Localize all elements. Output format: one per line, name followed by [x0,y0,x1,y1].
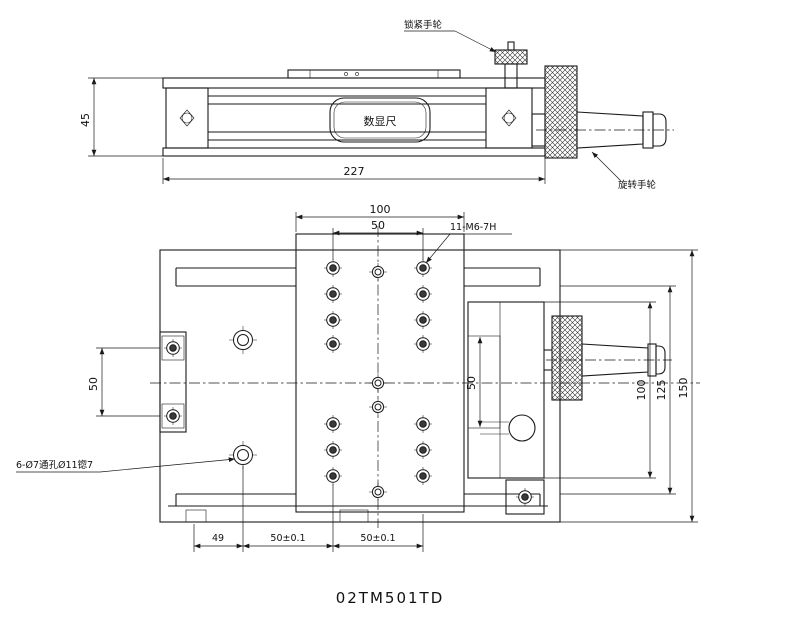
lock-handwheel-label: 锁紧手轮 [404,19,443,31]
lock-handwheel: 锁紧手轮 [404,19,528,89]
thread-callout: 11-M6-7H [425,222,512,264]
side-view: 数显尺 锁紧手轮 旋转手轮 45 [79,19,674,191]
dim-right-mid: 125 [560,285,676,495]
thread-callout-label: 11-M6-7H [450,222,496,233]
dim-150-label: 150 [677,378,690,399]
dim-side-height: 45 [79,77,163,157]
dim-left-span: 50 [87,347,160,417]
dim-top-inner: 50 [332,219,424,260]
dim-50tol-a-label: 50±0.1 [270,533,305,544]
digital-scale-badge: 数显尺 [329,97,431,143]
dims-bottom: 49 50±0.1 50±0.1 [193,466,424,552]
dim-top-overall: 100 [295,203,465,232]
dim-50tol-b-label: 50±0.1 [360,533,395,544]
dim-125-label: 125 [655,380,668,401]
plan-view: 100 50 11-M6-7H 6-Ø7通孔Ø11锪7 50 [16,203,700,552]
side-view-body [162,69,546,157]
dim-right-overall: 150 [560,249,698,523]
rotary-handwheel-label: 旋转手轮 [618,179,657,191]
end-bolt-right [501,109,517,127]
hole-callout-label: 6-Ø7通孔Ø11锪7 [16,459,93,471]
dim-50-top-label: 50 [371,219,385,232]
dim-side-length: 227 [162,158,546,184]
dim-50-left-label: 50 [87,377,100,391]
plan-carriage [467,301,552,515]
dim-right-inner: 100 [544,301,656,479]
dim-100-top-label: 100 [370,203,391,216]
plan-handwheel [546,315,672,401]
rotary-handwheel: 旋转手轮 [531,65,674,191]
drawing-title: 02TM501TD [336,589,445,607]
dim-100-right-label: 100 [635,380,648,401]
dim-45-label: 45 [79,113,92,127]
bolt-holes [228,258,433,502]
end-bolt-left [179,109,195,127]
dim-227-label: 227 [344,165,365,178]
dim-49-label: 49 [212,533,224,544]
dim-mid-span: 50 [465,337,483,427]
hole-callout: 6-Ø7通孔Ø11锪7 [16,457,236,473]
digital-scale-label: 数显尺 [364,115,397,128]
plan-left-bracket [159,331,187,433]
dim-50-mid-label: 50 [465,376,478,390]
